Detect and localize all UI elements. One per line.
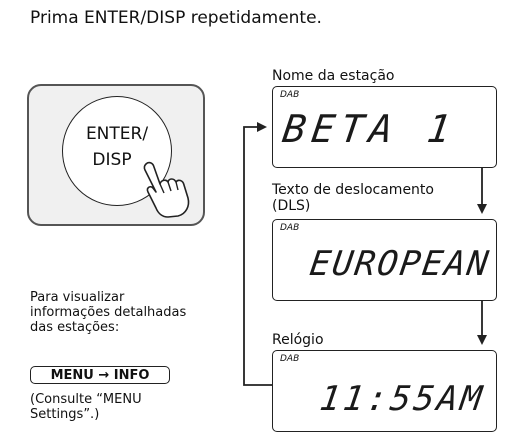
side-line1: Para visualizar — [30, 290, 125, 305]
dab-indicator: DAB — [280, 354, 300, 364]
reference-note: (Consulte “MENU Settings”.) — [30, 392, 142, 422]
dls-label-line2: (DLS) — [272, 198, 311, 214]
dab-indicator: DAB — [280, 223, 300, 233]
note-line1: (Consulte “MENU — [30, 392, 142, 407]
dab-indicator: DAB — [280, 90, 300, 100]
clock-label: Relógio — [272, 332, 324, 348]
station-name-label: Nome da estação — [272, 68, 395, 84]
instruction-text: Prima ENTER/DISP repetidamente. — [30, 8, 322, 28]
side-line3: das estações: — [30, 320, 120, 335]
pressing-hand-icon — [143, 161, 190, 218]
dls-label-line1: Texto de deslocamento — [272, 182, 434, 198]
side-instruction: Para visualizar informações detalhadas d… — [30, 290, 186, 335]
clock-display: DAB 11:55AM — [272, 350, 497, 432]
station-name-display: DAB BETA 1 — [272, 86, 497, 168]
return-arrow — [243, 122, 272, 386]
menu-info-path: MENU → INFO — [30, 366, 170, 384]
dls-display: DAB EUROPEAN — [272, 219, 497, 301]
button-label-line1: ENTER/ — [85, 124, 149, 144]
side-line2: informações detalhadas — [30, 305, 187, 320]
note-line2: Settings”.) — [30, 407, 100, 422]
button-label-line2: DISP — [92, 150, 132, 170]
